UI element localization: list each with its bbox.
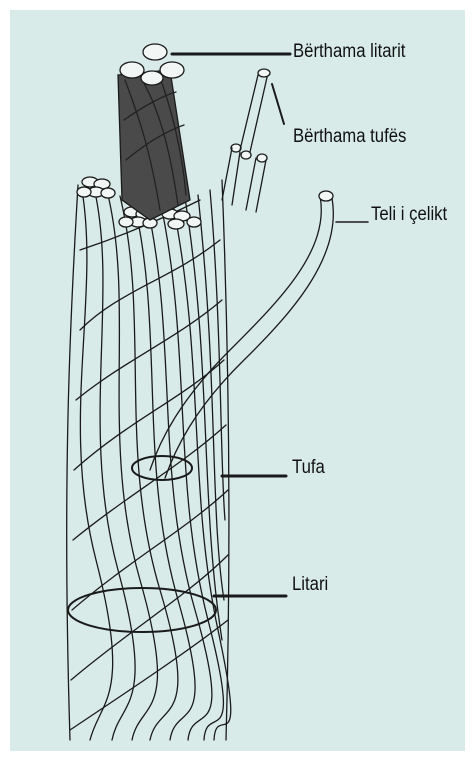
rope-body	[67, 180, 231, 740]
strand-core	[222, 69, 270, 212]
rope-core	[118, 44, 190, 220]
label-strand-core: Bërthama tufës	[293, 127, 406, 146]
strand-ring	[132, 456, 192, 480]
label-rope: Litari	[292, 575, 328, 594]
label-steel-wire: Teli i çelikt	[371, 205, 447, 224]
label-rope-core: Bërthama litarit	[293, 42, 405, 61]
leader-strand-core	[272, 84, 284, 124]
label-strand: Tufa	[292, 458, 325, 477]
